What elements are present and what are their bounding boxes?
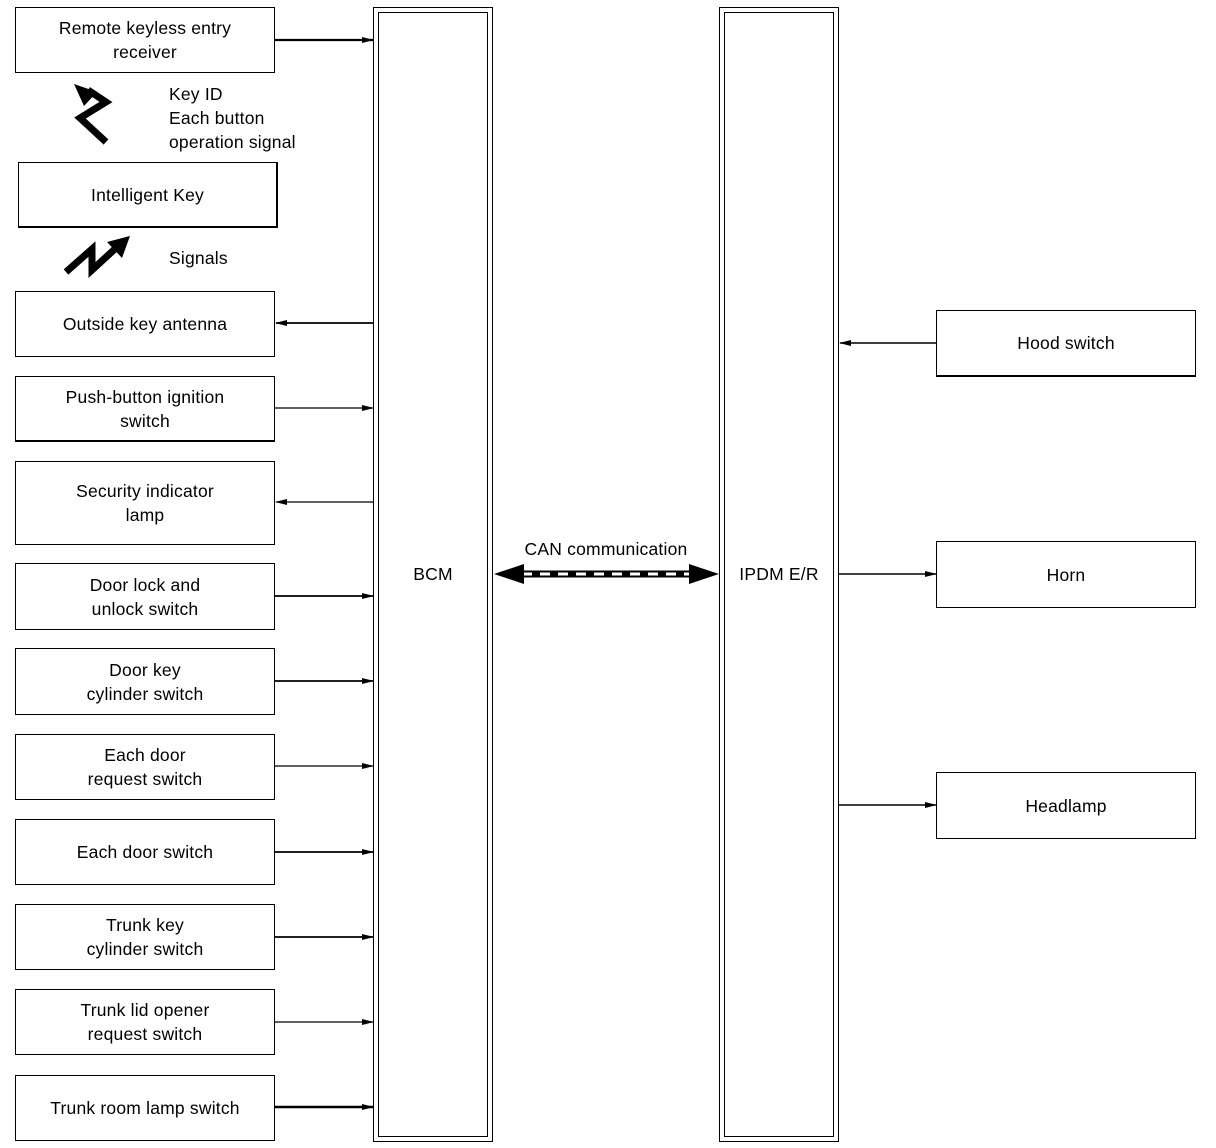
door-request-switch-box: Each door request switch bbox=[15, 734, 275, 800]
remote-keyless-entry-receiver-box: Remote keyless entry receiver bbox=[15, 7, 275, 73]
trunk-room-lamp-switch-box: Trunk room lamp switch bbox=[15, 1075, 275, 1141]
trunk-key-cylinder-switch-box: Trunk key cylinder switch bbox=[15, 904, 275, 970]
bcm-module-inner-border bbox=[378, 12, 488, 1137]
outside-key-antenna-box: Outside key antenna bbox=[15, 291, 275, 357]
trunk-lid-opener-request-switch-box: Trunk lid opener request switch bbox=[15, 989, 275, 1055]
ipdm-er-label: IPDM E/R bbox=[739, 564, 819, 584]
bcm-module bbox=[373, 7, 493, 1142]
headlamp-box: Headlamp bbox=[936, 772, 1196, 839]
push-button-ignition-switch-box: Push-button ignition switch bbox=[15, 376, 275, 442]
ipdm-er-module bbox=[719, 7, 839, 1142]
can-communication-label: CAN communication bbox=[524, 539, 688, 559]
security-indicator-lamp-box: Security indicator lamp bbox=[15, 461, 275, 545]
door-lock-unlock-switch-box: Door lock and unlock switch bbox=[15, 563, 275, 630]
signals-label: Signals bbox=[169, 248, 228, 268]
key-id-signal-label: Key ID Each button operation signal bbox=[169, 84, 296, 152]
hood-switch-box: Hood switch bbox=[936, 310, 1196, 377]
bcm-label: BCM bbox=[413, 564, 453, 584]
ipdm-er-module-inner-border bbox=[724, 12, 834, 1137]
can-communication-link bbox=[494, 564, 719, 584]
door-switch-box: Each door switch bbox=[15, 819, 275, 885]
wireless-signal-up-icon bbox=[74, 84, 113, 145]
intelligent-key-box: Intelligent Key bbox=[18, 162, 278, 228]
door-key-cylinder-switch-box: Door key cylinder switch bbox=[15, 648, 275, 715]
horn-box: Horn bbox=[936, 541, 1196, 608]
wireless-signal-right-icon bbox=[63, 236, 130, 278]
